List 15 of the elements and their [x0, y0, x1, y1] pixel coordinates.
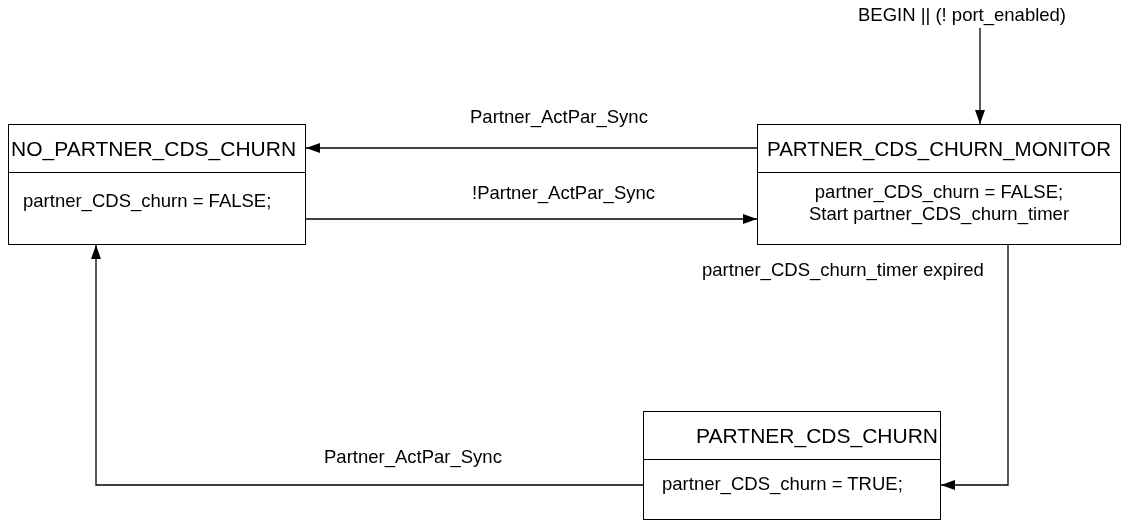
transition-arrow — [305, 143, 758, 153]
state-box — [757, 124, 1121, 245]
condition-label: BEGIN || (! port_enabled) — [857, 4, 1067, 25]
transition-arrow — [975, 27, 985, 125]
state-box — [8, 124, 306, 245]
state-action: partner_CDS_churn = FALSE; Start partner_CDS_churn_timer — [807, 181, 1071, 225]
state-action: partner_CDS_churn = TRUE; — [662, 473, 903, 495]
transition-arrow — [305, 214, 758, 224]
state-name: PARTNER_CDS_CHURN — [696, 423, 938, 448]
transition-arrow — [940, 244, 1009, 490]
transition-arrow — [91, 244, 644, 486]
state-box — [643, 411, 941, 520]
state-action: partner_CDS_churn = FALSE; — [23, 190, 272, 212]
state-name: NO_PARTNER_CDS_CHURN — [11, 136, 297, 161]
state-name: PARTNER_CDS_CHURN_MONITOR — [767, 136, 1111, 161]
